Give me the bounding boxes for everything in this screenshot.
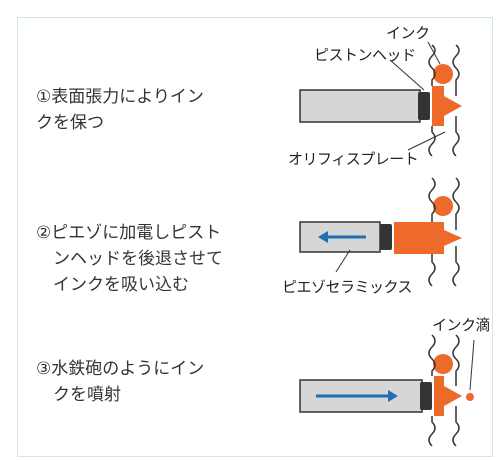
orifice-plate-left: [428, 44, 436, 157]
step-1-text: ①表面張力によりイン クを保つ: [36, 87, 204, 133]
orifice-plate-right: [452, 334, 460, 447]
step-2-text: ②ピエゾに加電しピスト ンヘッドを後退させて インクを吸い込む: [36, 223, 223, 295]
ink-fill: [432, 86, 462, 126]
step-3-text: ③水鉄砲のようにイン クを噴射: [36, 359, 205, 405]
label-piston-head: ピストンヘッド: [314, 46, 416, 64]
label-ink-drop: インク滴: [432, 316, 491, 334]
ink-fill: [394, 222, 462, 254]
piston-body: [299, 89, 421, 123]
ink-drop: [466, 393, 474, 401]
leader-orifice: [407, 131, 446, 151]
ink-fill: [434, 376, 462, 416]
leader-piston-head: [389, 59, 425, 91]
panel-2: [299, 177, 462, 287]
piston-head: [380, 224, 392, 250]
diagram-frame: [17, 17, 493, 457]
panel-1: [299, 41, 462, 157]
orifice-plate-right: [452, 177, 460, 287]
orifice-plate-right: [452, 44, 460, 157]
retract-arrowhead: [318, 231, 328, 243]
ink-reservoir: [433, 354, 453, 374]
label-piezo-ceramics: ピエゾセラミックス: [282, 278, 413, 296]
leader-piezo: [335, 249, 351, 273]
orifice-plate-left: [428, 334, 436, 447]
ink-reservoir: [433, 196, 453, 216]
leader-ink-drop: [469, 339, 475, 391]
push-arrowhead: [388, 390, 398, 402]
panel-3: [299, 334, 475, 447]
orifice-plate-left: [428, 177, 436, 287]
ink-reservoir: [433, 64, 453, 84]
leader-ink: [427, 41, 441, 65]
piston-head: [420, 382, 432, 410]
piston-head: [418, 92, 430, 120]
label-ink: インク: [386, 24, 430, 42]
label-orifice-plate: オリフィスプレート: [288, 150, 419, 168]
